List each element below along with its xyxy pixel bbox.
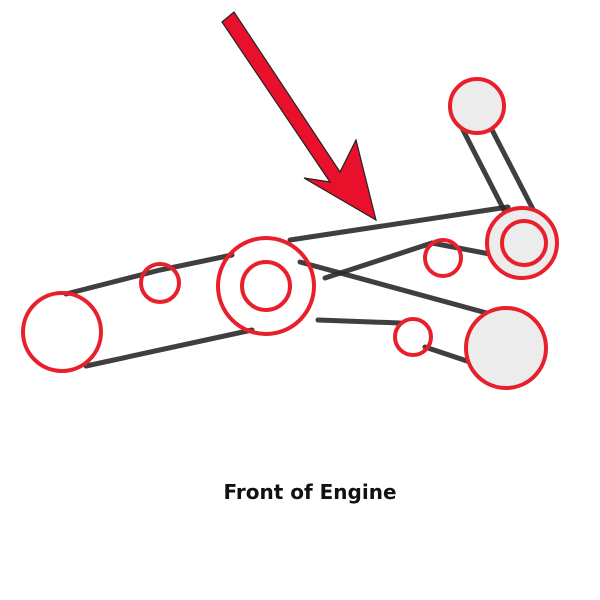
belt-segment-cross-down bbox=[297, 259, 508, 321]
pulleys bbox=[21, 77, 559, 390]
pulley-tensioner-inner bbox=[500, 219, 548, 267]
belt-segment-left-bottom bbox=[83, 327, 255, 369]
pulley-crankshaft-outer bbox=[216, 236, 316, 336]
belt-segment-top-left bbox=[460, 127, 508, 215]
pulley-crankshaft-inner bbox=[240, 260, 292, 312]
belt-segment-top-right bbox=[487, 123, 540, 220]
pulley-small-left-idler bbox=[139, 262, 181, 304]
belt-segment-left-top bbox=[63, 252, 235, 297]
belt-segment-lower bbox=[315, 317, 403, 326]
pulley-top-idler bbox=[448, 77, 506, 135]
belt-segment-bottom-right bbox=[422, 344, 473, 365]
belt-segment-upper-span bbox=[287, 204, 511, 243]
diagram-caption: Front of Engine bbox=[223, 480, 397, 504]
pulley-small-right-idler bbox=[423, 238, 463, 278]
arrow-down-right-icon bbox=[221, 11, 377, 222]
pulley-bottom-idler bbox=[393, 317, 433, 357]
serpentine-belt bbox=[63, 123, 540, 369]
pulley-bottom-right-large bbox=[464, 306, 548, 390]
pulley-left-large bbox=[21, 291, 103, 373]
belt-segment-cross-up bbox=[322, 240, 503, 281]
